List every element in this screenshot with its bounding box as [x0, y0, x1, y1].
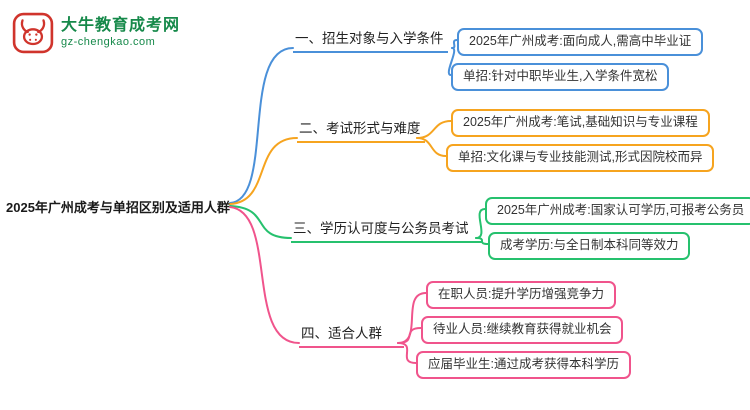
branch-1-curve	[229, 47, 294, 204]
mindmap-node-4c: 应届毕业生:通过成考获得本科学历	[416, 351, 631, 379]
branch-label-1: 一、招生对象与入学条件	[293, 27, 448, 53]
branch-label-2: 二、考试形式与难度	[297, 117, 425, 143]
branch-label-3: 三、学历认可度与公务员考试	[291, 217, 483, 243]
mindmap-node-4b: 待业人员:继续教育获得就业机会	[421, 316, 624, 344]
branch-4-curve	[229, 206, 300, 344]
mindmap-node-1b: 单招:针对中职毕业生,入学条件宽松	[451, 63, 670, 91]
logo-text: 大牛教育成考网 gz-chengkao.com	[61, 16, 180, 50]
branch-label-4: 四、适合人群	[299, 322, 404, 348]
mindmap-node-3b: 成考学历:与全日制本科同等效力	[488, 232, 691, 260]
mindmap-node-2b: 单招:文化课与专业技能测试,形式因院校而异	[446, 144, 715, 172]
main-topic: 2025年广州成考与单招区别及适用人群	[6, 200, 230, 215]
site-url: gz-chengkao.com	[61, 36, 156, 49]
mindmap-node-3a: 2025年广州成考:国家认可学历,可报考公务员	[485, 197, 750, 225]
mindmap-node-2a: 2025年广州成考:笔试,基础知识与专业课程	[451, 109, 710, 137]
site-logo: 大牛教育成考网 gz-chengkao.com	[12, 12, 180, 54]
mindmap-node-1a: 2025年广州成考:面向成人,需高中毕业证	[457, 28, 704, 56]
site-name: 大牛教育成考网	[61, 17, 181, 35]
branch-2-curve	[229, 137, 298, 205]
mindmap-node-4a: 在职人员:提升学历增强竞争力	[426, 281, 616, 309]
bull-icon	[12, 12, 54, 54]
branch-3-curve	[229, 205, 292, 239]
